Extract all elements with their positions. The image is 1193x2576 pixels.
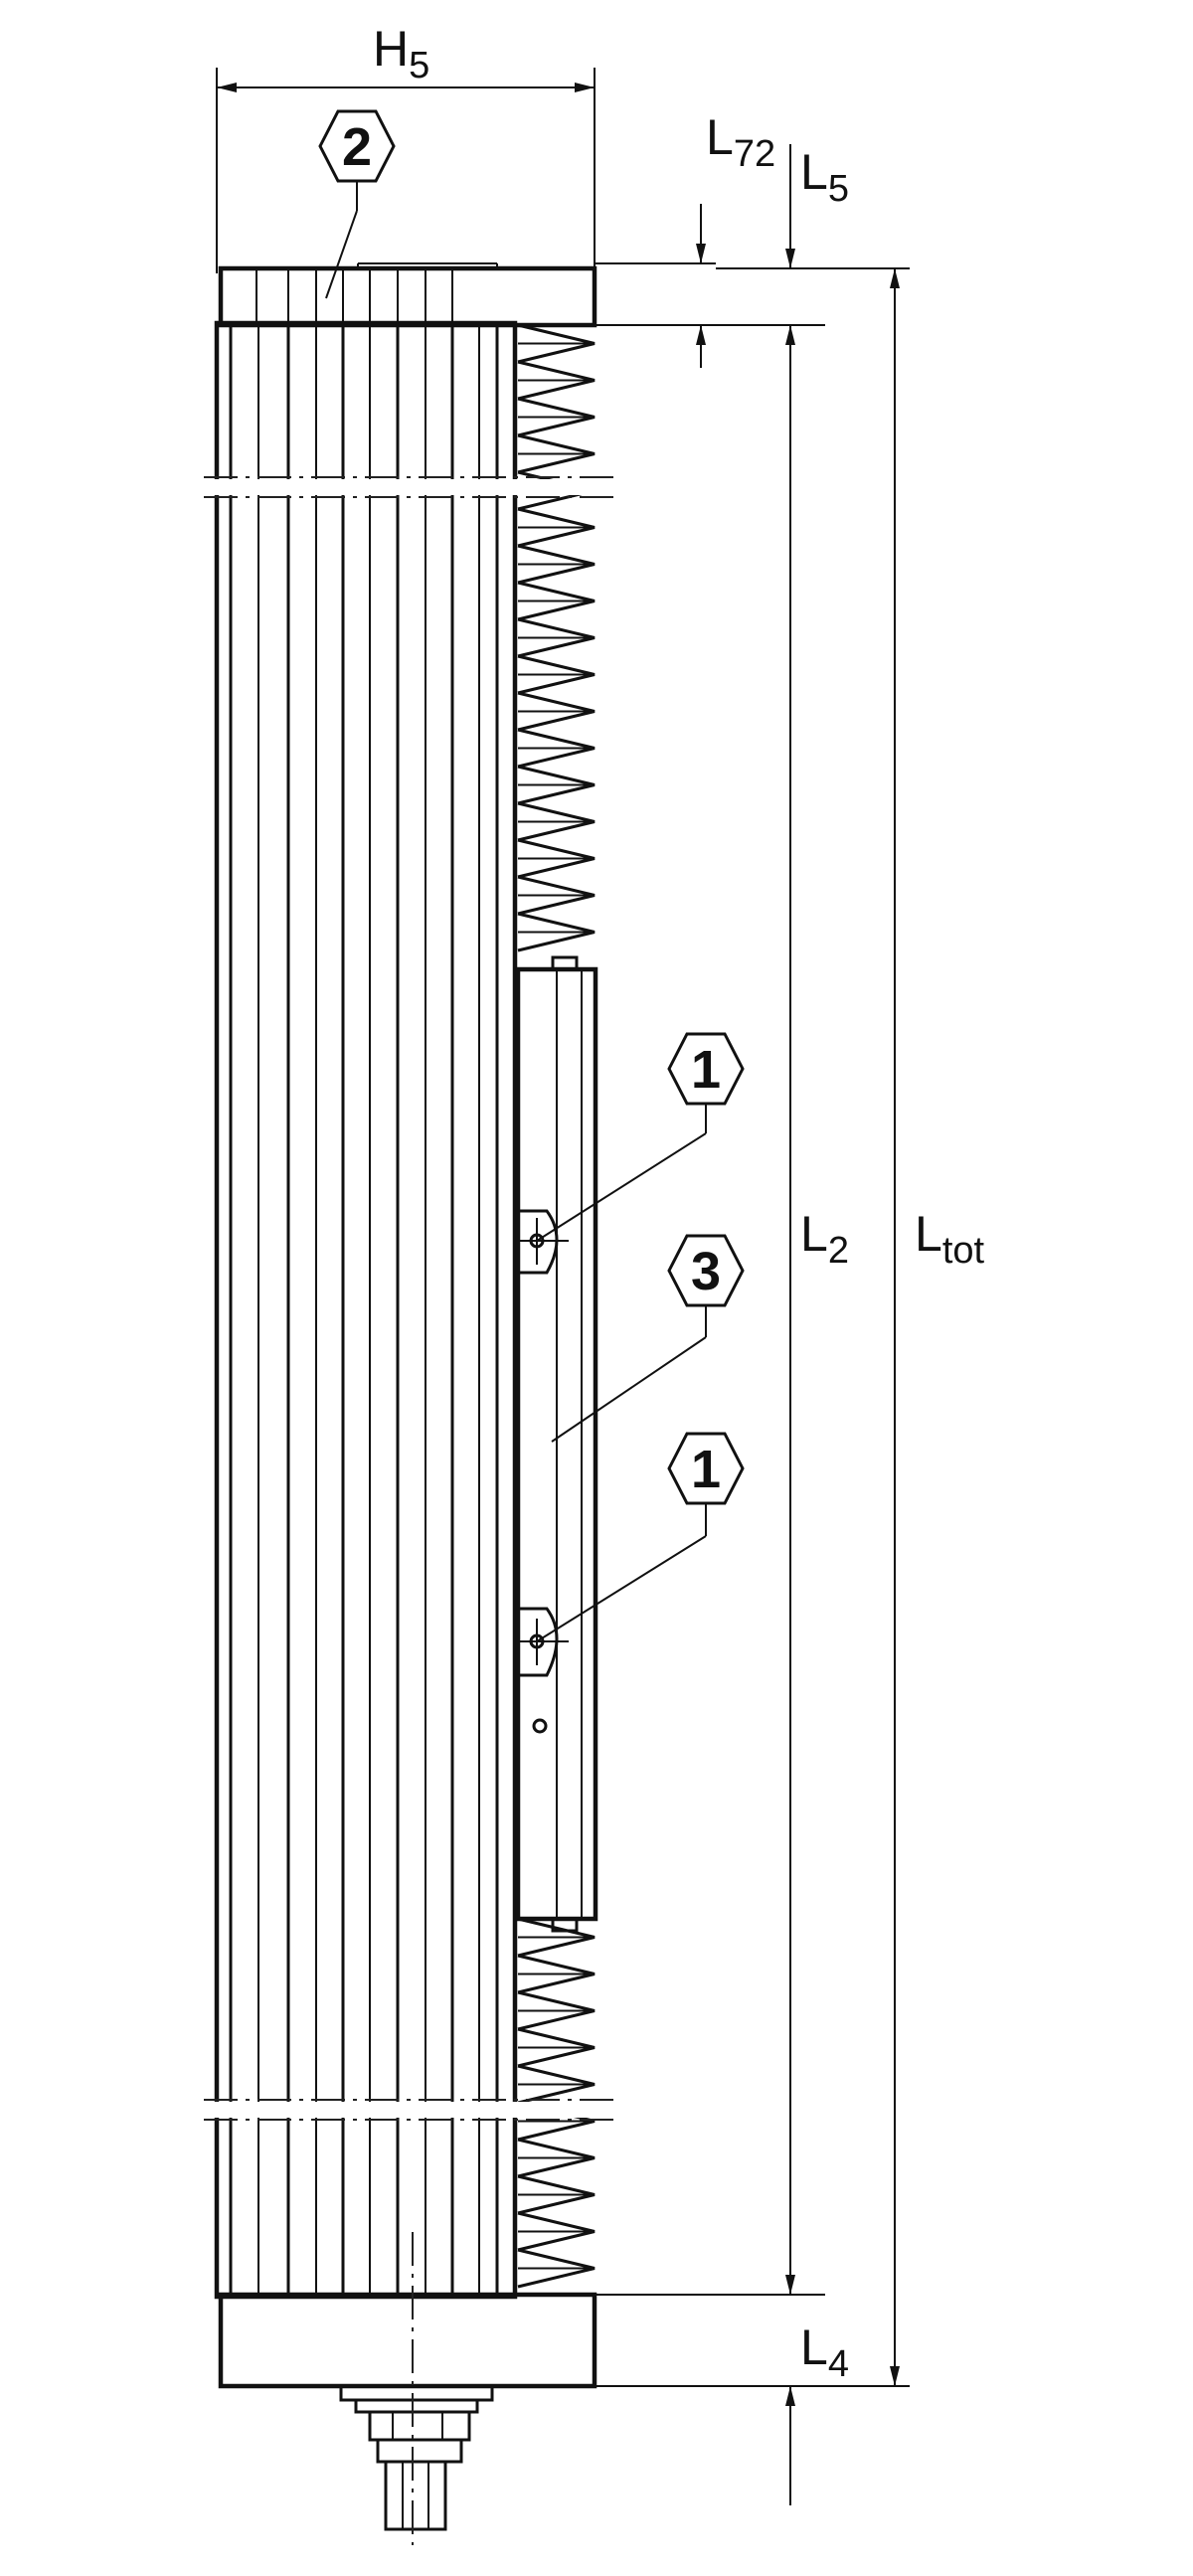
- callout-lower: 1: [536, 1432, 745, 1642]
- dimension-ltot: Ltot: [595, 268, 985, 2387]
- ltot-label: Ltot: [915, 1206, 985, 1272]
- dimension-l5: L5: [716, 144, 910, 326]
- callout-middle: 3: [551, 1234, 745, 1443]
- dimension-l2: L2: [595, 325, 849, 2296]
- svg-text:1: 1: [691, 1040, 721, 1100]
- rack-teeth-lower: [517, 1917, 596, 2289]
- sensor-upper: [517, 1209, 569, 1275]
- cylinder-body: [214, 320, 518, 2300]
- l4-label: L4: [800, 2319, 849, 2385]
- cooling-fins: [229, 325, 499, 2295]
- dimension-l72: L72: [595, 109, 775, 368]
- h5-label: H5: [373, 21, 429, 86]
- svg-text:2: 2: [342, 117, 372, 177]
- tooth-profile: [517, 1917, 596, 2289]
- sensor-lower: [517, 1607, 569, 1677]
- svg-text:1: 1: [691, 1440, 721, 1499]
- sensor-rail: [515, 955, 598, 1933]
- tooth-profile: [517, 323, 596, 952]
- screw-hole: [532, 1718, 548, 1734]
- top-cap: [218, 262, 597, 328]
- svg-text:3: 3: [691, 1242, 721, 1301]
- break-lines: [204, 476, 616, 2545]
- drive-shaft: [339, 2384, 494, 2531]
- l72-label: L72: [706, 109, 775, 175]
- dimension-h5: H5: [216, 21, 596, 273]
- dimension-l4: L4: [785, 2319, 849, 2505]
- top-cap-segments: [256, 268, 453, 325]
- rack-teeth-upper: [517, 323, 596, 952]
- gear-rack: [513, 323, 596, 2295]
- callout-top: 2: [318, 109, 396, 299]
- callout-upper: 1: [536, 1032, 745, 1242]
- bottom-cap: [218, 2292, 597, 2389]
- l5-label: L5: [800, 144, 849, 210]
- l2-label: L2: [800, 1206, 849, 1272]
